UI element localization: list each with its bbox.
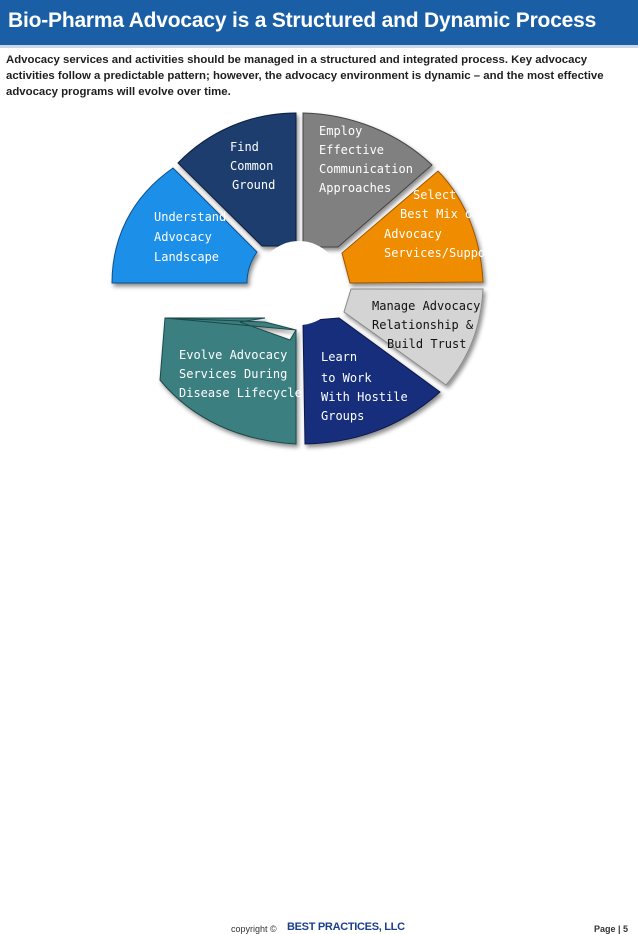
svg-text:With Hostile: With Hostile	[321, 390, 408, 404]
svg-text:Select: Select	[413, 188, 456, 202]
svg-text:Build Trust: Build Trust	[387, 337, 466, 351]
segment-evolve-services	[159, 317, 297, 445]
cycle-center	[257, 241, 341, 325]
segment-learn-hostile-groups	[302, 317, 441, 445]
label-select-best-mix: Select Best Mix of Advocacy Services/Sup…	[384, 188, 500, 260]
svg-text:Employ: Employ	[319, 124, 362, 138]
svg-text:Advocacy: Advocacy	[154, 230, 212, 244]
svg-text:Evolve Advocacy: Evolve Advocacy	[179, 348, 287, 362]
svg-text:Approaches: Approaches	[319, 181, 391, 195]
svg-text:Groups: Groups	[321, 409, 364, 423]
label-evolve-services: Evolve Advocacy Services During Disease …	[179, 348, 302, 400]
svg-text:Effective: Effective	[319, 143, 384, 157]
intro-paragraph: Advocacy services and activities should …	[6, 54, 604, 98]
svg-text:Advocacy: Advocacy	[384, 227, 442, 241]
segment-manage-relationship	[343, 288, 484, 386]
svg-text:Services/Support: Services/Support	[384, 246, 500, 260]
label-employ-communication: Employ Effective Communication Approache…	[319, 124, 413, 195]
svg-text:Best Mix of: Best Mix of	[400, 207, 479, 221]
svg-text:Learn: Learn	[321, 350, 357, 364]
page-number: Page | 5	[593, 924, 628, 934]
svg-text:Common: Common	[230, 159, 273, 173]
advocacy-cycle-diagram: Find Common Ground Employ Effective Comm…	[111, 112, 500, 445]
svg-text:Relationship &: Relationship &	[372, 318, 474, 332]
title-bar: Bio-Pharma Advocacy is a Structured and …	[0, 0, 638, 45]
svg-text:Manage Advocacy: Manage Advocacy	[372, 299, 480, 313]
page-title: Bio-Pharma Advocacy is a Structured and …	[8, 9, 597, 32]
svg-text:to Work: to Work	[321, 371, 372, 385]
svg-text:Services During: Services During	[179, 367, 287, 381]
segment-find-common-ground	[177, 112, 297, 247]
svg-text:Ground: Ground	[232, 178, 275, 192]
svg-text:Find: Find	[230, 140, 259, 154]
segment-understand-landscape	[111, 167, 258, 284]
label-manage-relationship: Manage Advocacy Relationship & Build Tru…	[372, 299, 480, 351]
segment-select-best-mix	[341, 170, 484, 284]
svg-text:Understand: Understand	[154, 210, 226, 224]
footer: copyright © BEST PRACTICES, LLC Page | 5	[0, 460, 638, 934]
segment-employ-communication	[302, 112, 433, 248]
svg-text:Communication: Communication	[319, 162, 413, 176]
best-practices-logo: BEST PRACTICES, LLC	[287, 921, 405, 933]
label-learn-hostile-groups: Learn to Work With Hostile Groups	[321, 350, 408, 423]
svg-text:Disease Lifecycle: Disease Lifecycle	[179, 386, 302, 400]
svg-text:Landscape: Landscape	[154, 250, 219, 264]
copyright-text: copyright ©	[231, 924, 277, 934]
label-understand-landscape: Understand Advocacy Landscape	[154, 210, 226, 264]
title-divider	[0, 45, 638, 48]
label-find-common-ground: Find Common Ground	[230, 140, 275, 192]
